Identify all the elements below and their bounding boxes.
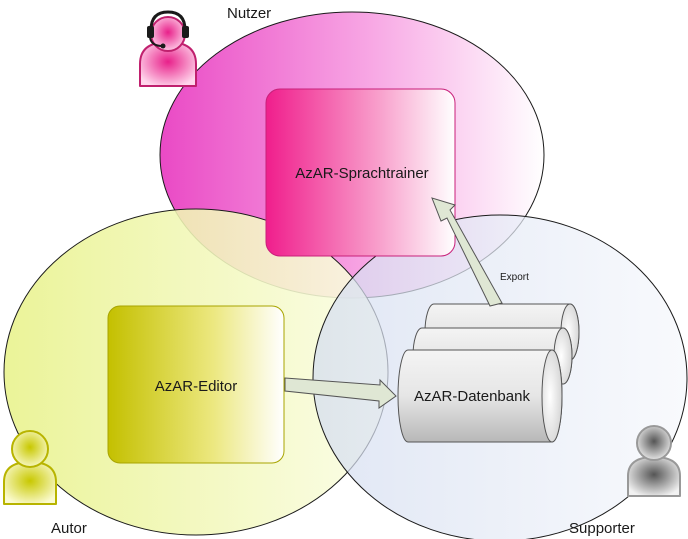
headset-person-icon — [139, 10, 197, 87]
supporter-role-label: Supporter — [569, 520, 635, 537]
author-role-label: Autor — [51, 520, 87, 537]
editor-to-database-arrow — [284, 377, 397, 409]
editor-box — [107, 305, 285, 464]
trainer-label: AzAR-Sprachtrainer — [295, 165, 428, 182]
database-label: AzAR-Datenbank — [414, 388, 530, 405]
export-arrow — [431, 197, 503, 307]
user-role-label: Nutzer — [227, 5, 271, 22]
supporter-person-icon — [627, 425, 681, 497]
export-label: Export — [500, 272, 529, 283]
editor-label: AzAR-Editor — [155, 378, 238, 395]
database-icon — [397, 303, 580, 443]
trainer-box — [265, 88, 456, 257]
author-person-icon — [3, 430, 57, 505]
